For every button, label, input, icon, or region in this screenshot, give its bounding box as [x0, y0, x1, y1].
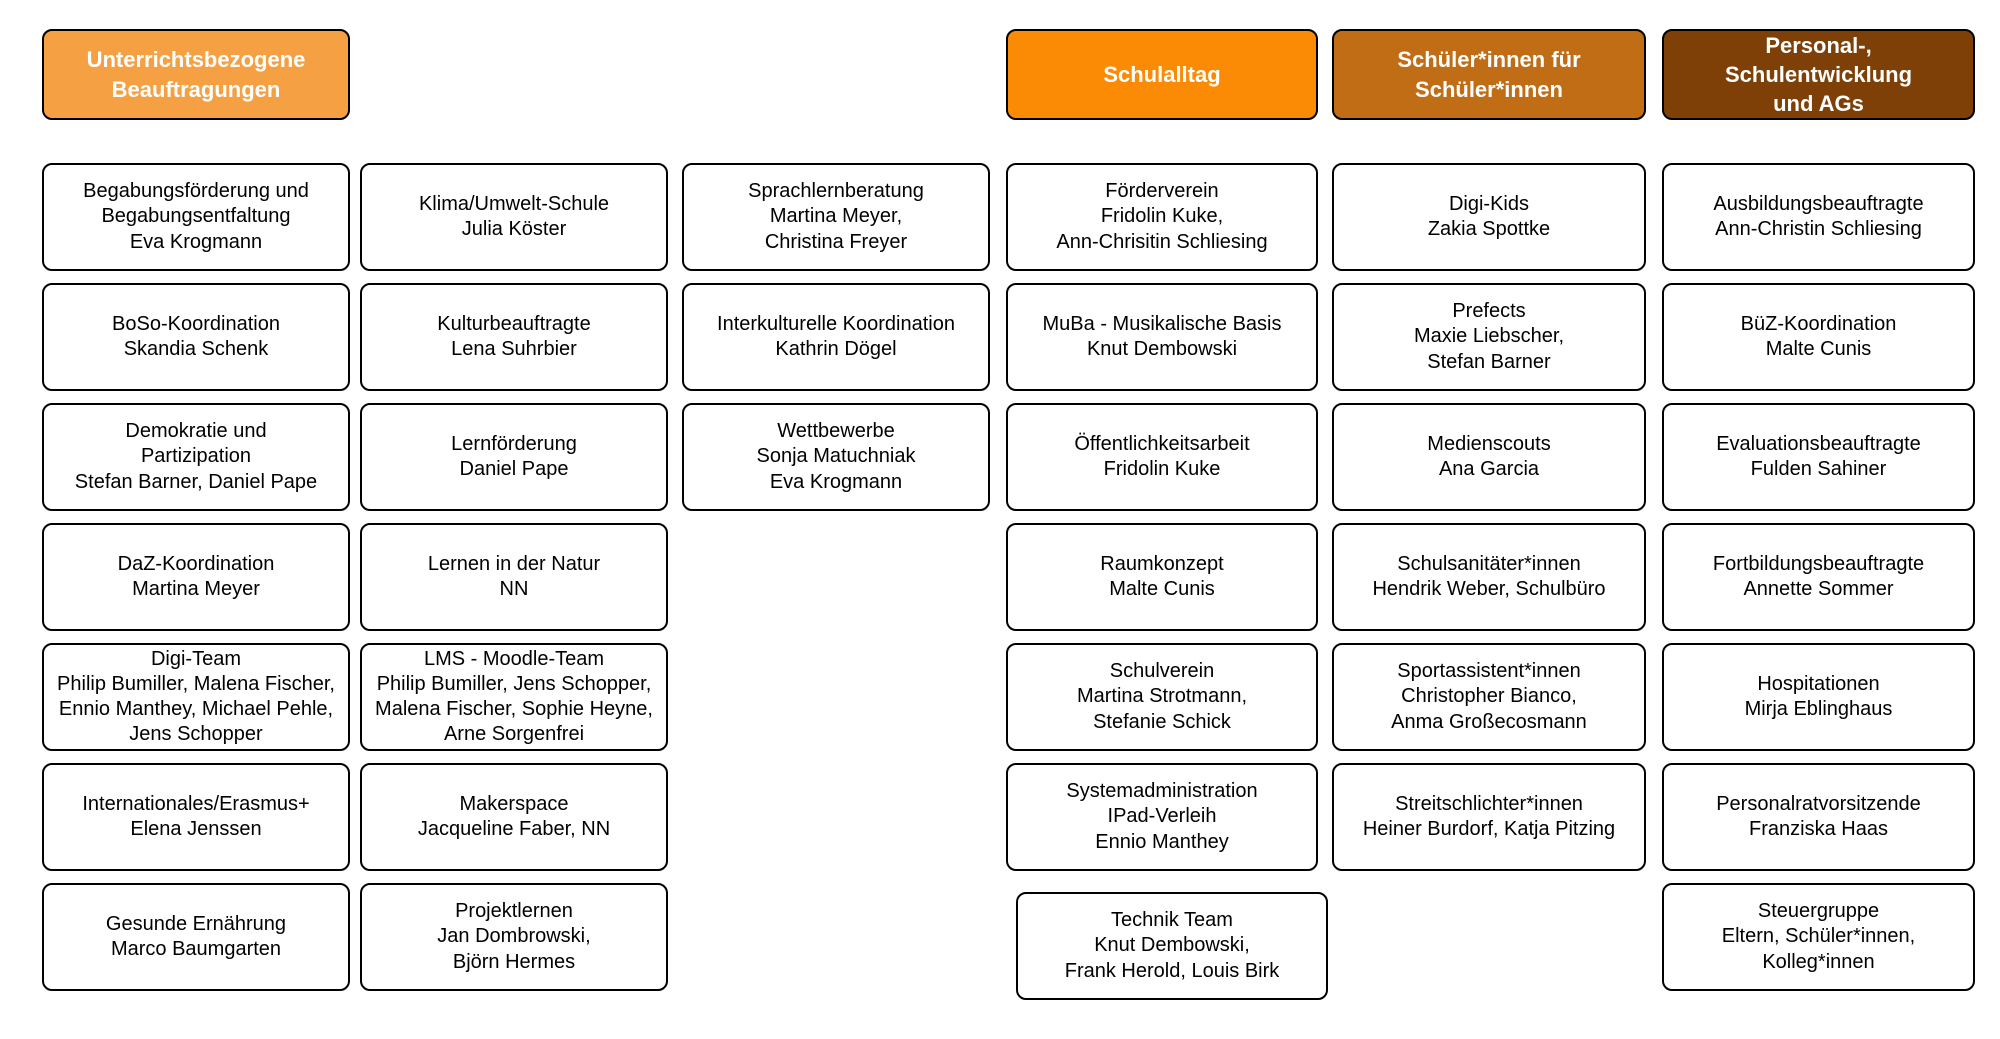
box-buez-koordination: BüZ-Koordination Malte Cunis: [1662, 283, 1975, 391]
box-sportassistenten: Sportassistent*innen Christopher Bianco,…: [1332, 643, 1646, 751]
box-oeffentlichkeitsarbeit: Öffentlichkeitsarbeit Fridolin Kuke: [1006, 403, 1318, 511]
box-streitschlichter: Streitschlichter*innen Heiner Burdorf, K…: [1332, 763, 1646, 871]
box-raumkonzept: Raumkonzept Malte Cunis: [1006, 523, 1318, 631]
box-hospitationen: Hospitationen Mirja Eblinghaus: [1662, 643, 1975, 751]
box-steuergruppe: Steuergruppe Eltern, Schüler*innen, Koll…: [1662, 883, 1975, 991]
box-foerderverein: Förderverein Fridolin Kuke, Ann-Chrisiti…: [1006, 163, 1318, 271]
box-fortbildungsbeauftragte: Fortbildungsbeauftragte Annette Sommer: [1662, 523, 1975, 631]
box-lernfoerderung: Lernförderung Daniel Pape: [360, 403, 668, 511]
box-begabungsfoerderung: Begabungsförderung und Begabungsentfaltu…: [42, 163, 350, 271]
box-sprachlernberatung: Sprachlernberatung Martina Meyer, Christ…: [682, 163, 990, 271]
box-digi-kids: Digi-Kids Zakia Spottke: [1332, 163, 1646, 271]
box-digi-team: Digi-Team Philip Bumiller, Malena Fische…: [42, 643, 350, 751]
box-daz-koordination: DaZ-Koordination Martina Meyer: [42, 523, 350, 631]
header-schulalltag: Schulalltag: [1006, 29, 1318, 120]
box-demokratie-partizipation: Demokratie und Partizipation Stefan Barn…: [42, 403, 350, 511]
box-muba-musikalische-basis: MuBa - Musikalische Basis Knut Dembowski: [1006, 283, 1318, 391]
box-makerspace: Makerspace Jacqueline Faber, NN: [360, 763, 668, 871]
box-lernen-in-der-natur: Lernen in der Natur NN: [360, 523, 668, 631]
box-schulverein: Schulverein Martina Strotmann, Stefanie …: [1006, 643, 1318, 751]
header-personal-schulentwicklung-und-ags: Personal-, Schulentwicklung und AGs: [1662, 29, 1975, 120]
header-unterrichtsbezogene-beauftragungen: Unterrichtsbezogene Beauftragungen: [42, 29, 350, 120]
box-interkulturelle-koordination: Interkulturelle Koordination Kathrin Dög…: [682, 283, 990, 391]
box-medienscouts: Medienscouts Ana Garcia: [1332, 403, 1646, 511]
box-gesunde-ernaehrung: Gesunde Ernährung Marco Baumgarten: [42, 883, 350, 991]
box-internationales-erasmus: Internationales/Erasmus+ Elena Jenssen: [42, 763, 350, 871]
box-kulturbeauftragte: Kulturbeauftragte Lena Suhrbier: [360, 283, 668, 391]
box-boso-koordination: BoSo-Koordination Skandia Schenk: [42, 283, 350, 391]
box-prefects: Prefects Maxie Liebscher, Stefan Barner: [1332, 283, 1646, 391]
box-systemadministration: Systemadministration IPad-Verleih Ennio …: [1006, 763, 1318, 871]
box-technik-team: Technik Team Knut Dembowski, Frank Herol…: [1016, 892, 1328, 1000]
box-schulsanitaeter: Schulsanitäter*innen Hendrik Weber, Schu…: [1332, 523, 1646, 631]
box-lms-moodle-team: LMS - Moodle-Team Philip Bumiller, Jens …: [360, 643, 668, 751]
box-ausbildungsbeauftragte: Ausbildungsbeauftragte Ann-Christin Schl…: [1662, 163, 1975, 271]
box-evaluationsbeauftragte: Evaluationsbeauftragte Fulden Sahiner: [1662, 403, 1975, 511]
box-projektlernen: Projektlernen Jan Dombrowski, Björn Herm…: [360, 883, 668, 991]
header-schueler-innen-fuer-schueler-innen: Schüler*innen für Schüler*innen: [1332, 29, 1646, 120]
box-klima-umwelt-schule: Klima/Umwelt-Schule Julia Köster: [360, 163, 668, 271]
box-wettbewerbe: Wettbewerbe Sonja Matuchniak Eva Krogman…: [682, 403, 990, 511]
box-personalratvorsitzende: Personalratvorsitzende Franziska Haas: [1662, 763, 1975, 871]
